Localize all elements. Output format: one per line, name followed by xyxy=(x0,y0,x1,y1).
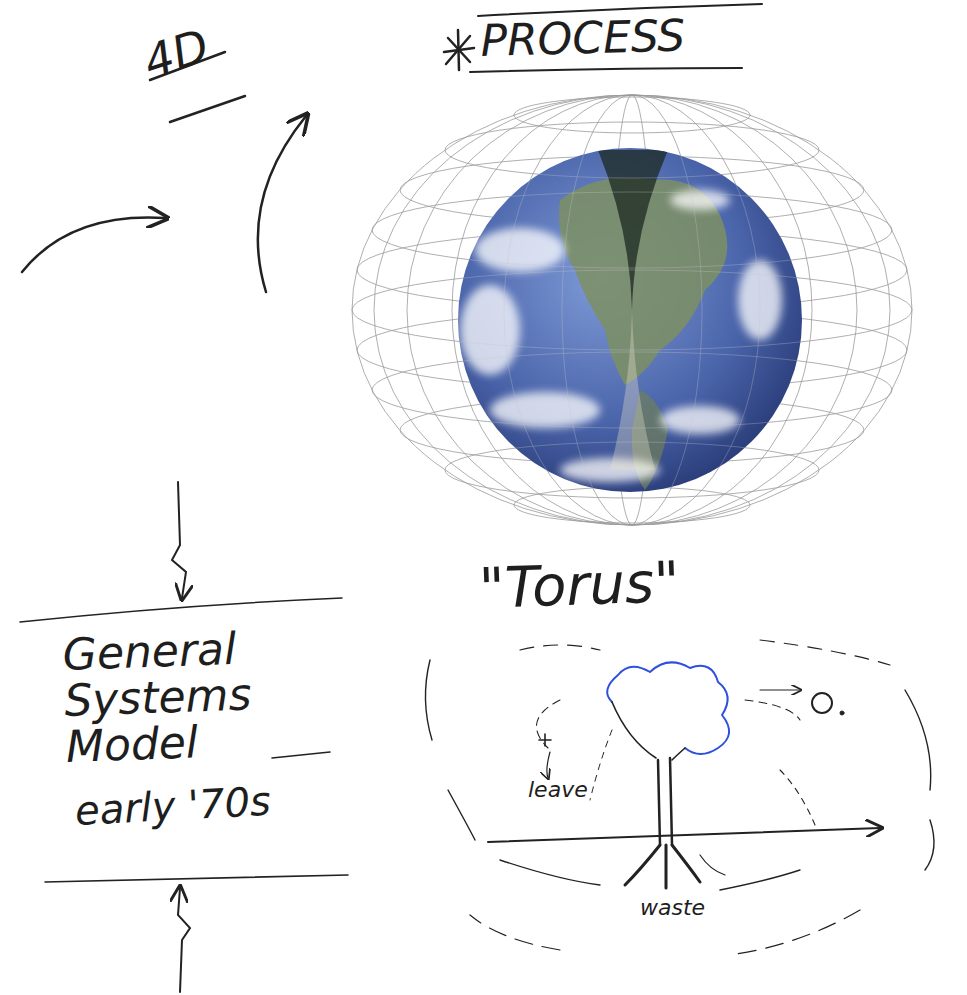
date-label: early '70s xyxy=(74,776,336,832)
heading-label: PROCESS xyxy=(480,10,771,64)
torus-sketch xyxy=(425,640,934,955)
earth-globe xyxy=(352,95,912,525)
dimension-label: 4D xyxy=(138,4,267,87)
asterisk-symbol xyxy=(444,30,474,70)
flow-label: waste xyxy=(640,896,730,919)
arrow xyxy=(22,116,306,292)
model-label: General Systems Model xyxy=(62,624,302,771)
torus-title: "Torus" xyxy=(478,548,810,618)
torus-wireframe xyxy=(352,95,912,525)
flow-label: leave xyxy=(528,778,608,801)
divider-line xyxy=(20,598,348,882)
